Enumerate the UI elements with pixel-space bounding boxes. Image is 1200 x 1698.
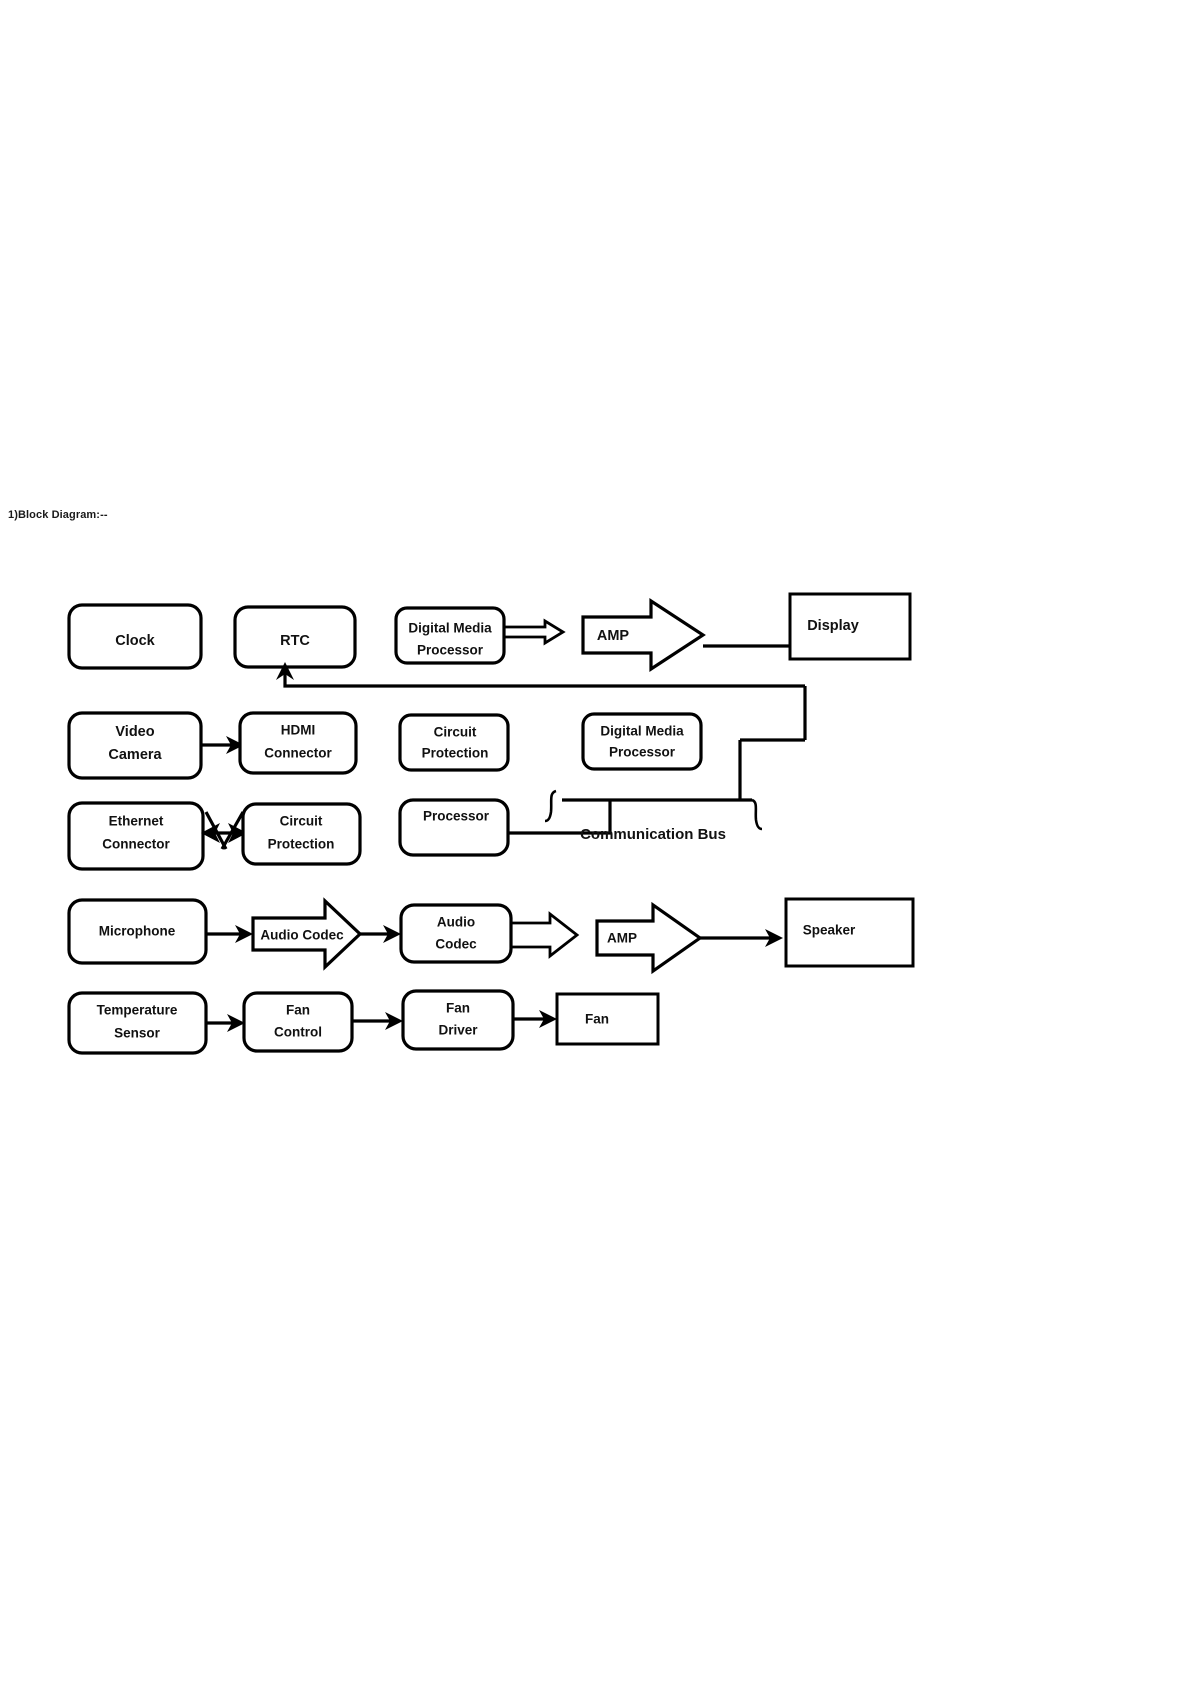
page-title: 1)Block Diagram:-- <box>8 509 108 521</box>
block-audio-codec-box[interactable]: Audio Codec <box>399 903 513 964</box>
block-microphone-label: Microphone <box>99 924 176 939</box>
block-audio-codec-box-line1: Audio <box>437 915 475 930</box>
block-speaker-label: Speaker <box>803 923 856 938</box>
block-fan[interactable]: Fan <box>555 992 660 1046</box>
communication-bus-line <box>544 789 763 831</box>
block-circuit-protection-video[interactable]: Circuit Protection <box>398 713 510 772</box>
communication-bus-label: Communication Bus <box>580 826 726 843</box>
block-temperature-sensor-line2: Sensor <box>114 1026 161 1041</box>
block-speaker[interactable]: Speaker <box>784 897 915 968</box>
block-fan-driver-line2: Driver <box>438 1023 478 1038</box>
block-circuit-protection-ethernet-line2: Protection <box>268 837 335 852</box>
connector-processor-to-bus <box>508 800 612 835</box>
connector-audio-codec-arrow-to-box <box>360 925 401 943</box>
block-audio-codec-box-line2: Codec <box>435 937 477 952</box>
connector-audio-codec-to-amp <box>509 911 580 959</box>
block-ethernet-connector-line1: Ethernet <box>109 814 164 829</box>
block-amp-top-label: AMP <box>597 628 630 644</box>
connector-video-to-hdmi <box>201 736 244 754</box>
block-temperature-sensor[interactable]: Temperature Sensor <box>67 991 208 1055</box>
block-hdmi-connector-line2: Connector <box>264 746 332 761</box>
block-microphone[interactable]: Microphone <box>67 898 208 965</box>
block-digital-media-processor-mid[interactable]: Digital Media Processor <box>581 712 703 771</box>
block-circuit-protection-ethernet-line1: Circuit <box>280 814 323 829</box>
block-circuit-protection-video-line2: Protection <box>422 746 489 761</box>
block-video-camera-line2: Camera <box>108 747 162 763</box>
connector-microphone-to-audio-codec <box>206 925 253 943</box>
feedback-bus-to-rtc <box>276 662 807 740</box>
connector-dmp-to-amp <box>502 618 566 646</box>
block-digital-media-processor-mid-line2: Processor <box>609 745 676 760</box>
connector-fan-driver-to-fan <box>513 1010 557 1028</box>
block-display[interactable]: Display <box>788 592 912 661</box>
block-display-label: Display <box>807 618 859 634</box>
block-amp-audio[interactable]: AMP <box>595 901 703 975</box>
block-processor[interactable]: Processor <box>398 798 510 857</box>
block-processor-label: Processor <box>423 809 490 824</box>
block-digital-media-processor-top[interactable]: Digital Media Processor <box>394 606 506 665</box>
connector-amp-to-speaker <box>700 929 783 947</box>
block-ethernet-connector-line2: Connector <box>102 837 170 852</box>
block-amp-top[interactable]: AMP <box>581 598 706 672</box>
block-fan-label: Fan <box>585 1012 609 1027</box>
block-video-camera-line1: Video <box>115 724 154 740</box>
block-fan-driver[interactable]: Fan Driver <box>401 989 515 1051</box>
block-digital-media-processor-mid-line1: Digital Media <box>600 724 684 739</box>
block-amp-audio-label: AMP <box>607 931 637 946</box>
block-hdmi-connector[interactable]: HDMI Connector <box>238 711 358 775</box>
block-rtc-label: RTC <box>280 633 310 649</box>
block-hdmi-connector-line1: HDMI <box>281 723 316 738</box>
connector-temp-to-fan-control <box>206 1014 245 1032</box>
block-audio-codec-arrow[interactable]: Audio Codec <box>251 897 363 971</box>
block-circuit-protection-ethernet[interactable]: Circuit Protection <box>241 802 362 866</box>
block-audio-codec-arrow-label: Audio Codec <box>260 928 344 943</box>
block-fan-control-line2: Control <box>274 1025 322 1040</box>
block-temperature-sensor-line1: Temperature <box>97 1003 178 1018</box>
block-clock[interactable]: Clock <box>67 603 203 670</box>
connector-ethernet-bidirectional <box>201 811 247 850</box>
block-digital-media-processor-top-line1: Digital Media <box>408 621 492 636</box>
block-video-camera[interactable]: Video Camera <box>67 711 203 780</box>
block-ethernet-connector[interactable]: Ethernet Connector <box>67 801 205 871</box>
connector-fan-control-to-driver <box>352 1012 403 1030</box>
block-fan-driver-line1: Fan <box>446 1001 470 1016</box>
block-circuit-protection-video-line1: Circuit <box>434 725 477 740</box>
block-fan-control-line1: Fan <box>286 1003 310 1018</box>
feedback-arrow-head-icon <box>276 662 294 680</box>
block-rtc[interactable]: RTC <box>233 605 357 669</box>
block-clock-label: Clock <box>115 633 155 649</box>
block-fan-control[interactable]: Fan Control <box>242 991 354 1053</box>
block-digital-media-processor-top-line2: Processor <box>417 643 484 658</box>
